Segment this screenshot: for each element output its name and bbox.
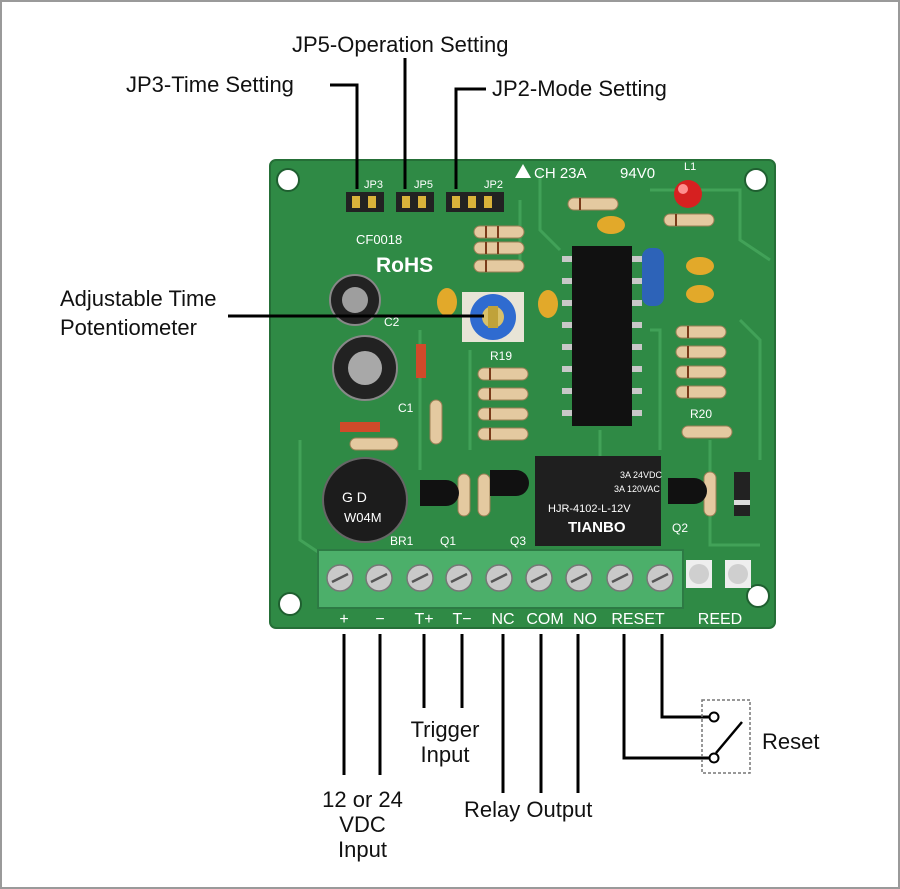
transistors [420, 470, 707, 506]
terminal-label-com: COM [526, 611, 563, 628]
terminal-block [317, 549, 751, 609]
relay-brand: TIANBO [568, 519, 626, 536]
mounting-hole [746, 584, 770, 608]
diodes [340, 344, 750, 516]
mounting-hole [278, 592, 302, 616]
reset-lead-2 [660, 634, 710, 719]
r20-silk: R20 [690, 407, 712, 421]
screw-slot [490, 572, 508, 584]
rohs-mark: RoHS [376, 254, 433, 277]
trigger-callout-line1: Trigger [410, 717, 480, 742]
electrolytic-capacitors [329, 274, 398, 401]
pot-callout-line1: Adjustable Time [60, 286, 217, 311]
led [674, 180, 702, 208]
terminal-label-no: NO [573, 611, 597, 628]
screw-slot [530, 572, 548, 584]
relay: 3A 24VDC 3A 120VAC HJR-4102-L-12V TIANBO [535, 456, 663, 546]
relay-part: HJR-4102-L-12V [548, 503, 631, 515]
bridge-part: W04M [344, 510, 382, 525]
jp5-silk: JP5 [414, 179, 433, 191]
jumper-headers [346, 192, 504, 212]
part-number: CF0018 [356, 232, 402, 247]
mounting-hole [276, 168, 300, 192]
board-marking: CH 23A [534, 165, 587, 182]
pot-callout-line2: Potentiometer [60, 315, 197, 340]
reset-switch [701, 699, 751, 774]
board-rating: 94V0 [620, 165, 655, 182]
reset-lead-1 [622, 634, 710, 760]
terminal-label-plus: + [339, 611, 348, 628]
relay-rating2: 3A 120VAC [614, 484, 660, 494]
c2-silk: C2 [384, 315, 400, 329]
l1-silk: L1 [684, 161, 696, 173]
r19-silk: R19 [490, 349, 512, 363]
jp2-silk: JP2 [484, 179, 503, 191]
bridge-brand: G D [342, 489, 367, 505]
terminal-label-nc: NC [491, 611, 514, 628]
jp3-callout: JP3-Time Setting [126, 72, 294, 97]
power-callout-line1: 12 or 24 [322, 787, 403, 812]
bridge-rectifier: G D W04M [322, 457, 408, 543]
q1-silk: Q1 [440, 534, 456, 548]
potentiometer [462, 292, 524, 342]
silkscreen: JP3 JP5 JP2 CH 23A 94V0 L1 CF0018 RoHS C… [356, 161, 712, 548]
resistors [349, 197, 733, 517]
relay-callout: Relay Output [464, 797, 593, 822]
screw-slot [411, 572, 429, 584]
screw-slot [450, 572, 468, 584]
film-capacitor [642, 248, 664, 306]
br1-silk: BR1 [390, 534, 414, 548]
screw-slot [570, 572, 588, 584]
reset-callout: Reset [762, 729, 820, 754]
screw-slot [370, 572, 388, 584]
screw-slot [611, 572, 629, 584]
terminal-label-minus: − [375, 611, 384, 628]
jp2-callout: JP2-Mode Setting [492, 76, 667, 101]
terminal-labels: + − T+ T− NC COM NO RESET REED [339, 611, 742, 628]
jp2-leader [454, 87, 486, 189]
power-callout-line2: VDC [339, 812, 386, 837]
ic-chip [562, 246, 642, 426]
relay-rating1: 3A 24VDC [620, 470, 663, 480]
jp5-callout: JP5-Operation Setting [292, 32, 509, 57]
screw-slot [651, 572, 669, 584]
q2-silk: Q2 [672, 521, 688, 535]
c1-silk: C1 [398, 401, 414, 415]
terminal-label-reset: RESET [611, 611, 665, 628]
mounting-hole [744, 168, 768, 192]
trigger-callout-line2: Input [420, 742, 470, 767]
jp3-silk: JP3 [364, 179, 383, 191]
terminal-label-reed: REED [698, 611, 742, 628]
screw-slot [331, 572, 349, 584]
power-callout-line3: Input [338, 837, 387, 862]
triangle-mark [515, 164, 531, 178]
ceramic-capacitors [437, 216, 714, 318]
terminal-label-tminus: T− [452, 611, 471, 628]
callout-lines [228, 58, 710, 793]
terminal-label-tplus: T+ [414, 611, 433, 628]
q3-silk: Q3 [510, 534, 526, 548]
jp3-leader [330, 83, 359, 189]
